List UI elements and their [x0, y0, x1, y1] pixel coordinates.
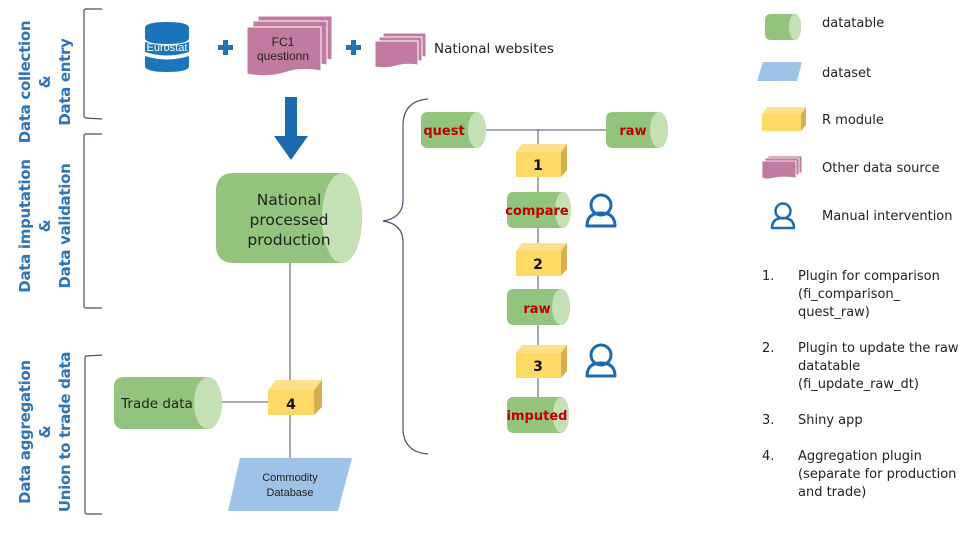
note-item: 1. Plugin for comparison (fi_comparison_…: [762, 268, 960, 322]
note-number: 2.: [762, 341, 775, 356]
note-item: 4. Aggregation plugin (separate for prod…: [762, 448, 960, 502]
compare-label: compare: [505, 204, 569, 219]
main-table-line3: production: [247, 231, 330, 249]
national-processed-production-datatable: [216, 173, 362, 263]
imputed-label: imputed: [507, 409, 568, 424]
quest-datatable: [421, 112, 486, 148]
trade-data-label: Trade data: [120, 396, 193, 412]
r-module-1: [516, 144, 567, 177]
eurostat-label: Eurostat: [147, 42, 188, 54]
plus-icon: [218, 40, 233, 55]
dataset-parallelogram-icon: [757, 62, 802, 81]
plus-icon: [346, 40, 361, 55]
eurostat-database-icon: [145, 22, 189, 72]
note-text: Aggregation plugin (separate for product…: [798, 449, 957, 500]
notes-list: 1. Plugin for comparison (fi_comparison_…: [762, 268, 960, 520]
other-data-source-icon: [761, 155, 803, 180]
module-3-label: 3: [533, 359, 543, 375]
module-1-label: 1: [533, 158, 543, 174]
raw-datatable-mid: [507, 289, 570, 325]
r-module-box-icon: [762, 107, 806, 131]
note-number: 3.: [762, 413, 775, 428]
fc1-label-line1: FC1: [272, 35, 295, 49]
bracket-collection: [83, 8, 103, 120]
curly-brace: [382, 98, 429, 455]
note-text: Plugin to update the raw datatable (fi_u…: [798, 341, 959, 392]
national-websites-documents-icon: [374, 32, 427, 69]
module-4-label: 4: [286, 397, 296, 413]
commodity-label-line1: Commodity: [262, 472, 318, 484]
bracket-aggregation: [84, 354, 103, 515]
note-number: 4.: [762, 449, 775, 464]
raw-top-label: raw: [619, 124, 646, 139]
user-icon: [585, 193, 617, 228]
legend-label-manual-intervention: Manual intervention: [822, 209, 953, 224]
national-websites-label: National websites: [434, 41, 554, 57]
datatable-cylinder-icon: [765, 14, 801, 40]
r-module-4: [268, 380, 322, 415]
fc1-questionnaire-documents-icon: [246, 15, 333, 77]
module-2-label: 2: [533, 257, 543, 273]
main-table-line1: National: [257, 191, 322, 209]
note-number: 1.: [762, 269, 775, 284]
note-text: Shiny app: [798, 413, 863, 428]
raw-datatable-top: [606, 112, 668, 148]
commodity-database-dataset: [228, 458, 352, 511]
legend-label-r-module: R module: [822, 113, 884, 128]
r-module-3: [516, 345, 567, 378]
trade-data-datatable: [114, 377, 222, 429]
note-text: Plugin for comparison (fi_comparison_ qu…: [798, 269, 940, 320]
legend-label-other-data-source: Other data source: [822, 161, 940, 176]
note-item: 2. Plugin to update the raw datatable (f…: [762, 340, 960, 394]
bracket-imputation: [83, 133, 102, 309]
quest-label: quest: [423, 124, 464, 139]
raw-mid-label: raw: [523, 302, 550, 317]
legend-label-dataset: dataset: [822, 66, 872, 81]
down-arrow-icon: [274, 97, 308, 160]
user-icon: [770, 202, 796, 230]
commodity-label-line2: Database: [266, 487, 313, 499]
user-icon: [585, 343, 617, 378]
legend-label-datatable: datatable: [822, 16, 885, 31]
imputed-datatable: [507, 397, 569, 433]
compare-datatable: [507, 192, 571, 228]
fc1-label-line2: questionn: [257, 49, 309, 63]
main-table-line2: processed: [250, 211, 329, 229]
note-item: 3. Shiny app: [762, 412, 960, 430]
r-module-2: [516, 243, 567, 276]
